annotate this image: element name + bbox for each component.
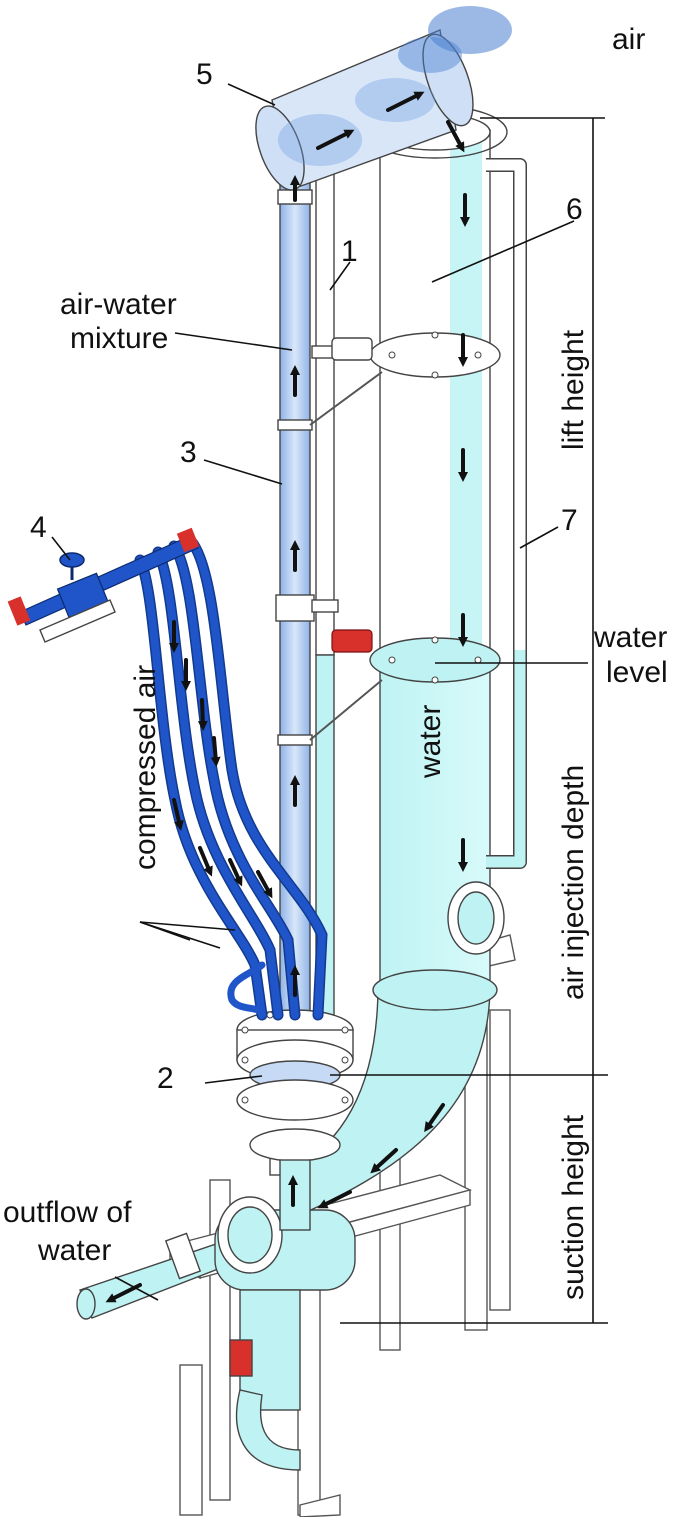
labels: air 5 1 6 air-water mixture 3 4 7 lift h… <box>3 23 668 1300</box>
label-outflow-line2: water <box>37 1234 111 1267</box>
dimension-lines <box>330 117 608 1324</box>
label-number-6: 6 <box>566 193 583 226</box>
label-number-2: 2 <box>157 1062 174 1095</box>
flange-stack-2 <box>236 1009 354 1231</box>
label-water: water <box>414 705 447 779</box>
flow-arrows <box>105 91 470 1303</box>
label-outflow-line1: outflow of <box>3 1196 132 1229</box>
valve-manifold-4 <box>7 527 200 643</box>
pump-casing <box>214 1154 356 1471</box>
label-air: air <box>612 23 645 56</box>
label-number-1: 1 <box>341 235 358 268</box>
outflow-pipe <box>76 1232 238 1320</box>
label-suction-height: suction height <box>557 1114 590 1300</box>
label-compressed-air: compressed air <box>129 665 162 870</box>
label-air-water-line2: mixture <box>70 322 168 355</box>
label-number-4: 4 <box>30 511 47 544</box>
label-air-injection-depth: air injection depth <box>557 765 590 1000</box>
label-number-7: 7 <box>561 504 578 537</box>
red-valves <box>309 337 383 741</box>
compressed-air-pipes <box>134 534 328 1021</box>
label-water-level-line1: water <box>593 621 667 654</box>
column-6 <box>362 105 508 1011</box>
pipe-1 <box>311 164 339 1026</box>
pipe-7 <box>486 158 527 869</box>
label-number-5: 5 <box>196 58 213 91</box>
label-lift-height: lift height <box>557 329 590 450</box>
label-air-water-line1: air-water <box>60 288 177 321</box>
label-number-3: 3 <box>180 436 197 469</box>
leader-lines <box>51 83 575 1301</box>
separator-5 <box>255 6 512 191</box>
label-water-level-line2: level <box>606 656 668 689</box>
